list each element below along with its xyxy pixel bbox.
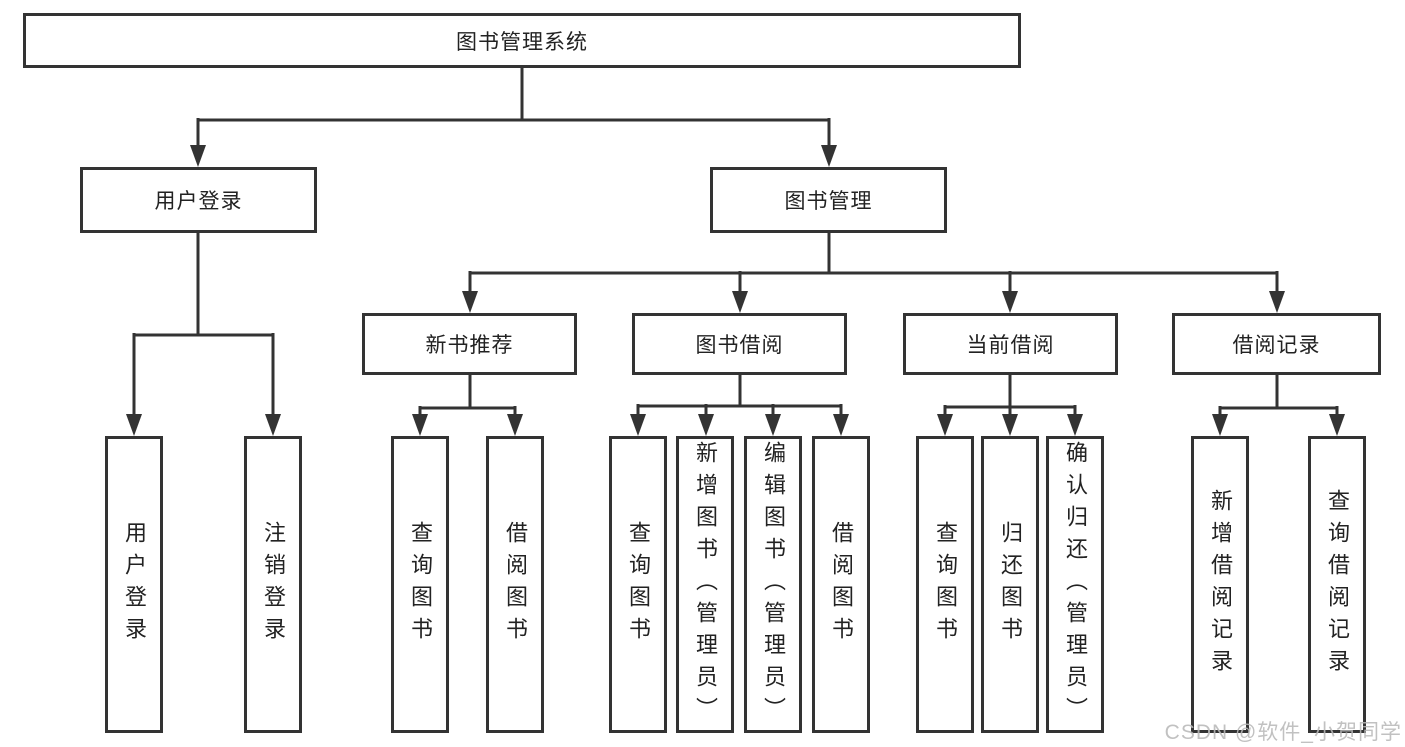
node-label: 确认归还（管理员） bbox=[1063, 440, 1088, 729]
leaf-edit-book-admin: 编辑图书（管理员） bbox=[744, 436, 802, 733]
node-label: 借阅记录 bbox=[1232, 334, 1321, 357]
edge-borrow-records-to-leaves bbox=[1212, 375, 1345, 436]
node-label: 借阅图书 bbox=[503, 520, 528, 649]
node-label: 借阅图书 bbox=[829, 520, 854, 649]
node-label: 用户登录 bbox=[154, 190, 243, 213]
node-user-login: 用户登录 bbox=[80, 167, 317, 233]
node-book-management: 图书管理 bbox=[710, 167, 947, 233]
edge-current-borrow-to-leaves bbox=[937, 375, 1083, 436]
leaf-borrow-book-recommend: 借阅图书 bbox=[486, 436, 544, 733]
node-label: 编辑图书（管理员） bbox=[761, 440, 786, 729]
node-label: 查询图书 bbox=[626, 520, 651, 649]
leaf-add-borrow-record: 新增借阅记录 bbox=[1191, 436, 1249, 733]
node-label: 查询图书 bbox=[933, 520, 958, 649]
node-label: 查询图书 bbox=[408, 520, 433, 649]
node-label: 用户登录 bbox=[122, 520, 147, 649]
node-label: 注销登录 bbox=[261, 520, 286, 649]
leaf-query-book-borrow: 查询图书 bbox=[609, 436, 667, 733]
leaf-return-book: 归还图书 bbox=[981, 436, 1039, 733]
node-label: 新增图书（管理员） bbox=[693, 440, 718, 729]
node-book-borrowing: 图书借阅 bbox=[632, 313, 847, 375]
edge-user-login-to-leaves bbox=[126, 233, 281, 436]
edge-book-borrow-to-leaves bbox=[630, 375, 849, 436]
edge-book-mgmt-to-level3 bbox=[462, 233, 1285, 313]
node-label: 新书推荐 bbox=[425, 334, 514, 357]
node-label: 图书借阅 bbox=[695, 334, 784, 357]
node-label: 图书管理 bbox=[784, 190, 873, 213]
node-label: 归还图书 bbox=[998, 520, 1023, 649]
node-label: 查询借阅记录 bbox=[1325, 488, 1350, 681]
node-new-book-recommend: 新书推荐 bbox=[362, 313, 577, 375]
node-label: 当前借阅 bbox=[966, 334, 1055, 357]
node-library-system: 图书管理系统 bbox=[23, 13, 1021, 68]
edge-new-book-to-leaves bbox=[412, 375, 523, 436]
leaf-user-login: 用户登录 bbox=[105, 436, 163, 733]
node-label: 图书管理系统 bbox=[456, 30, 588, 54]
leaf-add-book-admin: 新增图书（管理员） bbox=[676, 436, 734, 733]
leaf-confirm-return-admin: 确认归还（管理员） bbox=[1046, 436, 1104, 733]
leaf-logout-login: 注销登录 bbox=[244, 436, 302, 733]
leaf-query-borrow-record: 查询借阅记录 bbox=[1308, 436, 1366, 733]
leaf-query-book-current: 查询图书 bbox=[916, 436, 974, 733]
leaf-query-book-recommend: 查询图书 bbox=[391, 436, 449, 733]
node-current-borrowing: 当前借阅 bbox=[903, 313, 1118, 375]
edge-root-to-level2 bbox=[190, 68, 837, 167]
node-label: 新增借阅记录 bbox=[1208, 488, 1233, 681]
node-borrow-records: 借阅记录 bbox=[1172, 313, 1381, 375]
watermark: CSDN @软件_小贺同学 bbox=[1164, 721, 1402, 744]
leaf-borrow-book: 借阅图书 bbox=[812, 436, 870, 733]
